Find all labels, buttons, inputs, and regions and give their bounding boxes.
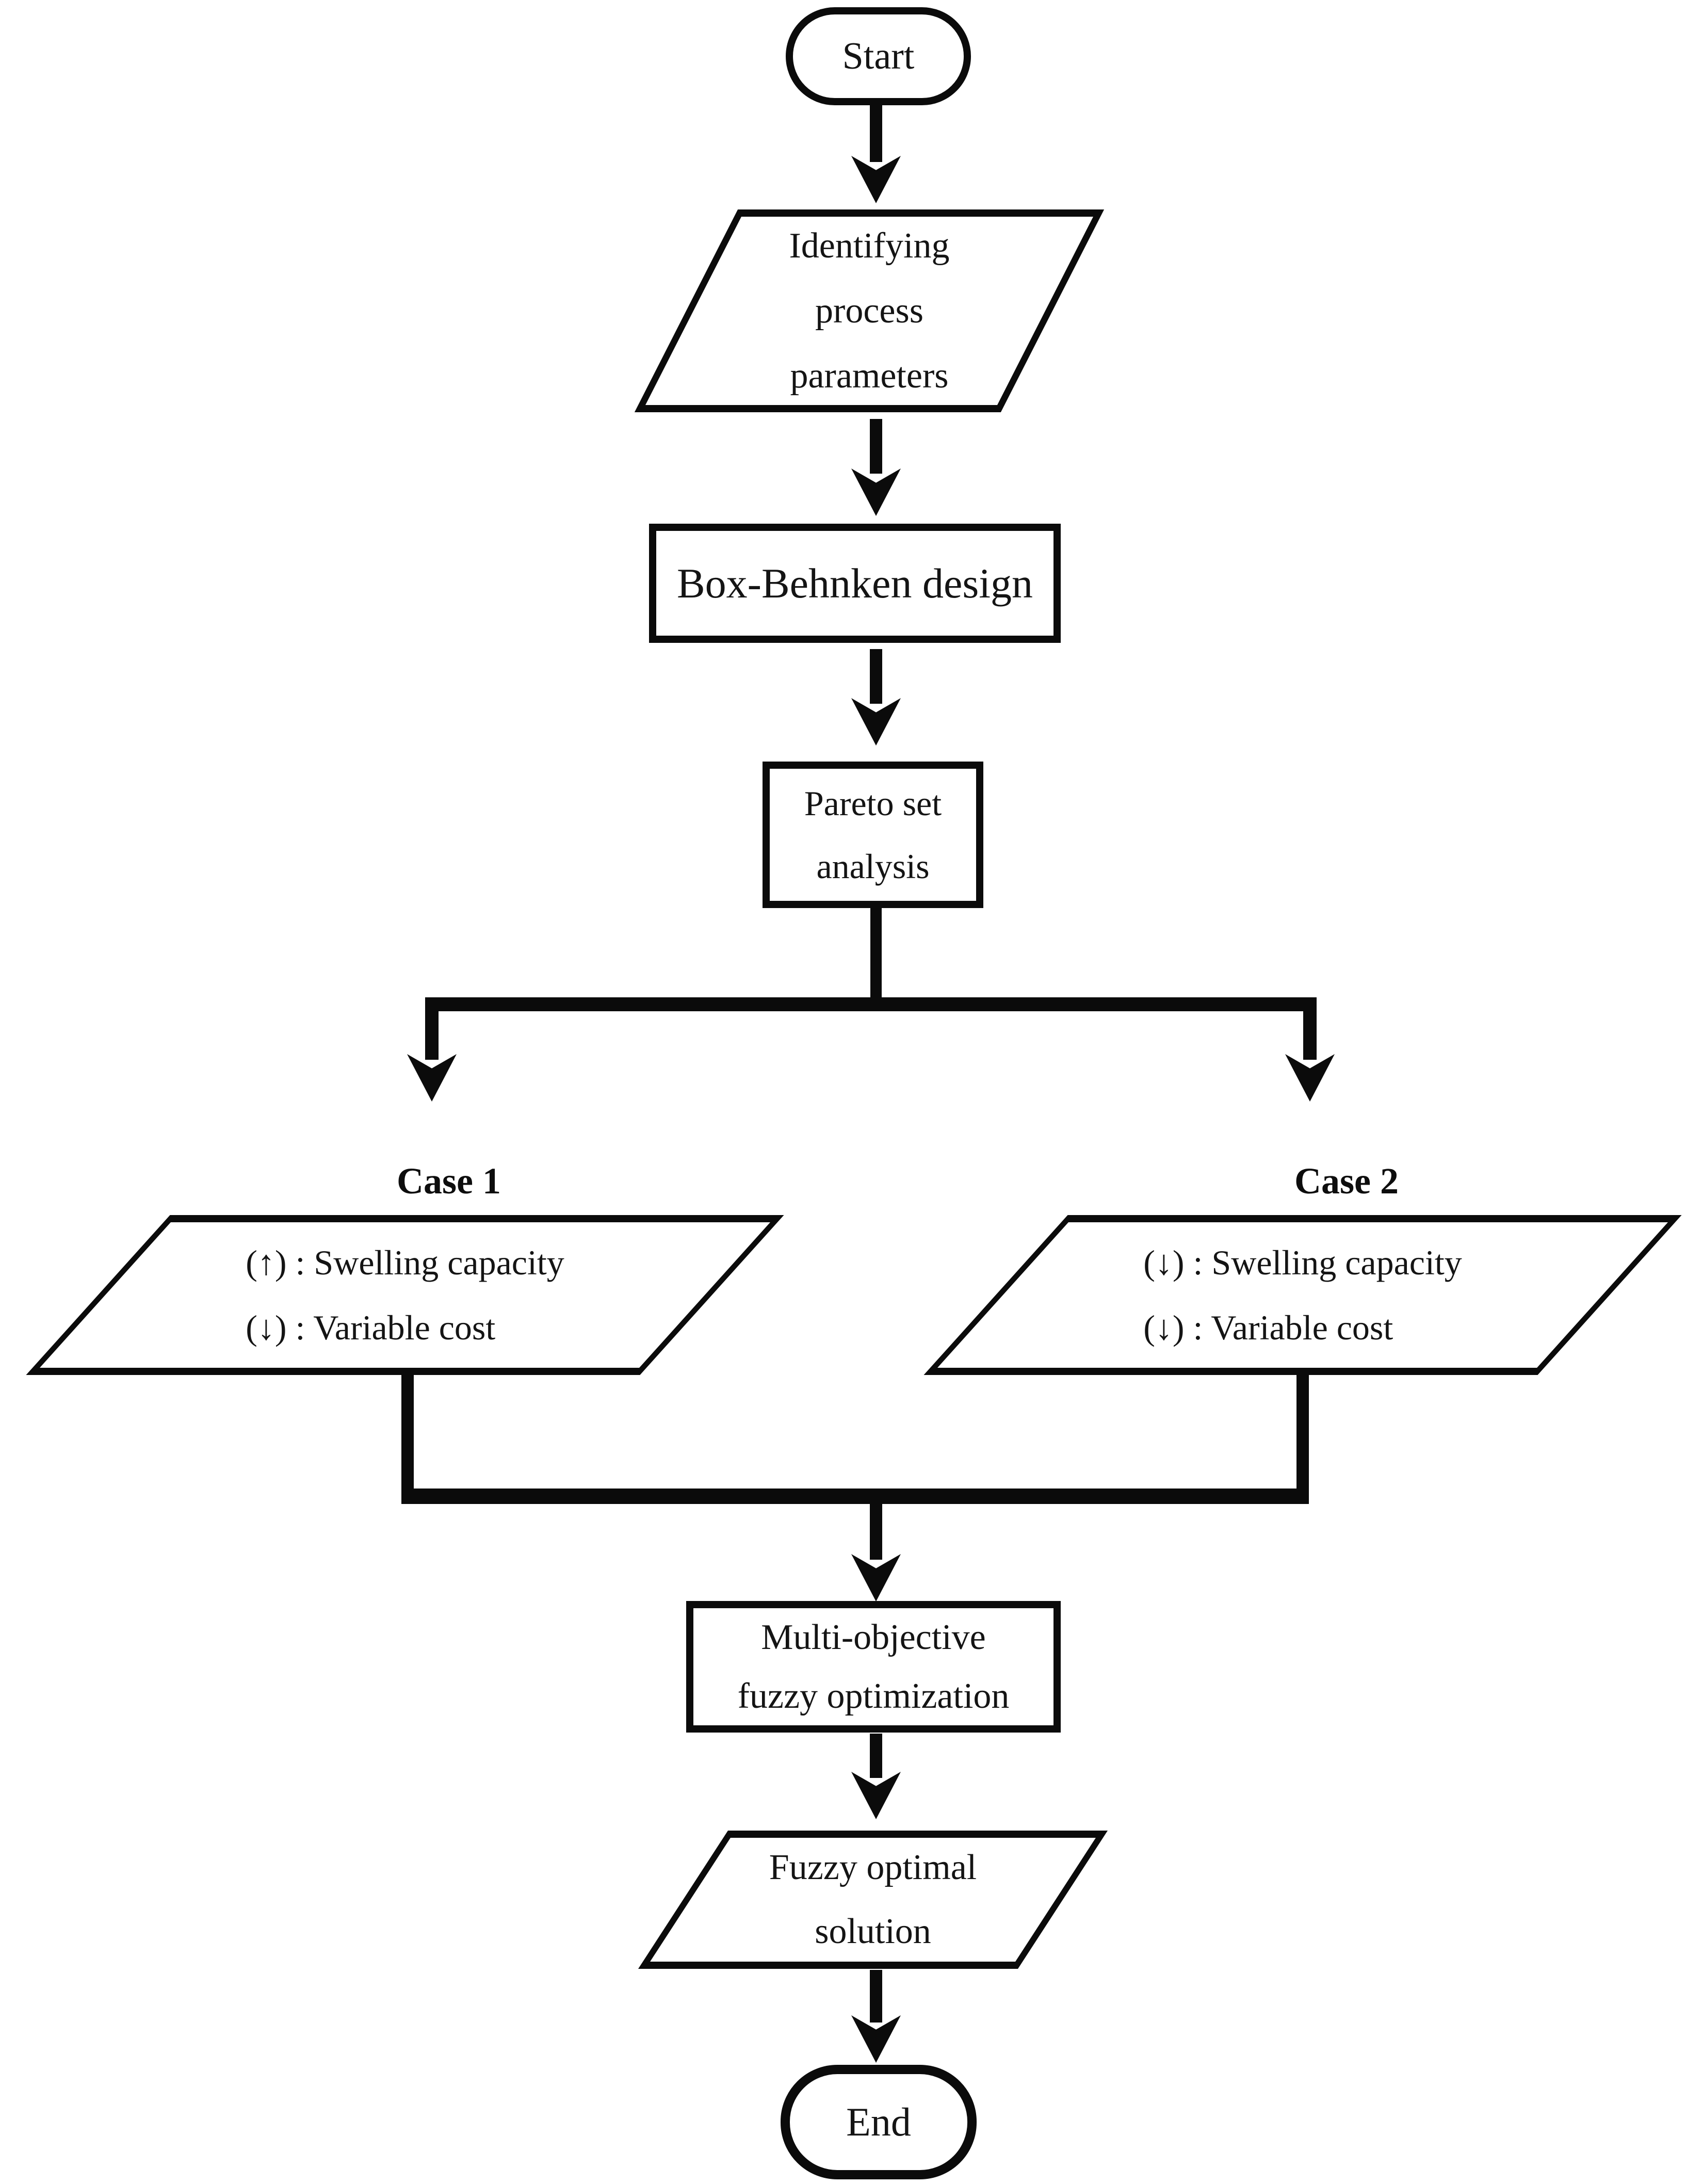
case1-text: (↑) : Swelling capacity (↓) : Variable c… <box>98 1215 712 1375</box>
pareto-analysis-process: Pareto set analysis <box>763 762 983 908</box>
case1-objective-2: (↓) : Variable cost <box>246 1308 496 1347</box>
box-behnken-label: Box-Behnken design <box>676 559 1033 607</box>
case2-title: Case 2 <box>1294 1160 1399 1202</box>
arrowhead-down-icon <box>851 1554 901 1601</box>
pareto-line-1: Pareto set <box>804 784 942 823</box>
end-label: End <box>846 2099 911 2144</box>
arrow-shaft <box>870 649 882 704</box>
arrow-shaft <box>870 419 882 474</box>
arrowhead-down-icon <box>851 156 901 203</box>
arrowhead-down-icon <box>1285 1054 1335 1102</box>
arrowhead-down-icon <box>851 1772 901 1819</box>
branch-horizontal-bar <box>425 997 1317 1011</box>
fuzzy-optimization-line-2: fuzzy optimization <box>737 1676 1010 1716</box>
identify-line-3: parameters <box>790 355 949 396</box>
end-terminator: End <box>781 2065 977 2179</box>
box-behnken-process: Box-Behnken design <box>649 524 1061 643</box>
identify-line-2: process <box>815 290 923 331</box>
case1-title: Case 1 <box>397 1160 501 1202</box>
identify-line-1: Identifying <box>789 225 950 266</box>
pareto-line-2: analysis <box>816 847 930 886</box>
arrowhead-down-icon <box>851 468 901 516</box>
start-terminator: Start <box>786 7 971 105</box>
merge-left-line <box>401 1374 414 1504</box>
arrow-shaft <box>870 104 882 162</box>
case1-objective-1: (↑) : Swelling capacity <box>246 1243 564 1282</box>
fuzzy-solution-line-2: solution <box>815 1912 931 1951</box>
arrow-shaft <box>870 1503 882 1560</box>
arrowhead-down-icon <box>407 1054 457 1102</box>
fuzzy-optimization-line-1: Multi-objective <box>761 1617 986 1657</box>
fuzzy-solution-line-1: Fuzzy optimal <box>769 1848 977 1887</box>
branch-right-drop <box>1303 1010 1317 1060</box>
case2-text: (↓) : Swelling capacity (↓) : Variable c… <box>996 1215 1610 1375</box>
merge-right-line <box>1296 1374 1309 1504</box>
merge-horizontal-bar <box>401 1489 1309 1504</box>
identify-parameters-text: Identifying process parameters <box>686 209 1052 412</box>
start-label: Start <box>842 35 915 77</box>
case2-objective-2: (↓) : Variable cost <box>1143 1308 1393 1347</box>
branch-stem-line <box>870 908 882 1002</box>
arrow-shaft <box>870 1970 882 2023</box>
arrow-shaft <box>870 1734 882 1778</box>
fuzzy-solution-text: Fuzzy optimal solution <box>683 1831 1063 1969</box>
arrowhead-down-icon <box>851 698 901 746</box>
branch-left-drop <box>425 1010 439 1060</box>
fuzzy-optimization-process: Multi-objective fuzzy optimization <box>686 1601 1061 1733</box>
case2-objective-1: (↓) : Swelling capacity <box>1143 1243 1462 1282</box>
